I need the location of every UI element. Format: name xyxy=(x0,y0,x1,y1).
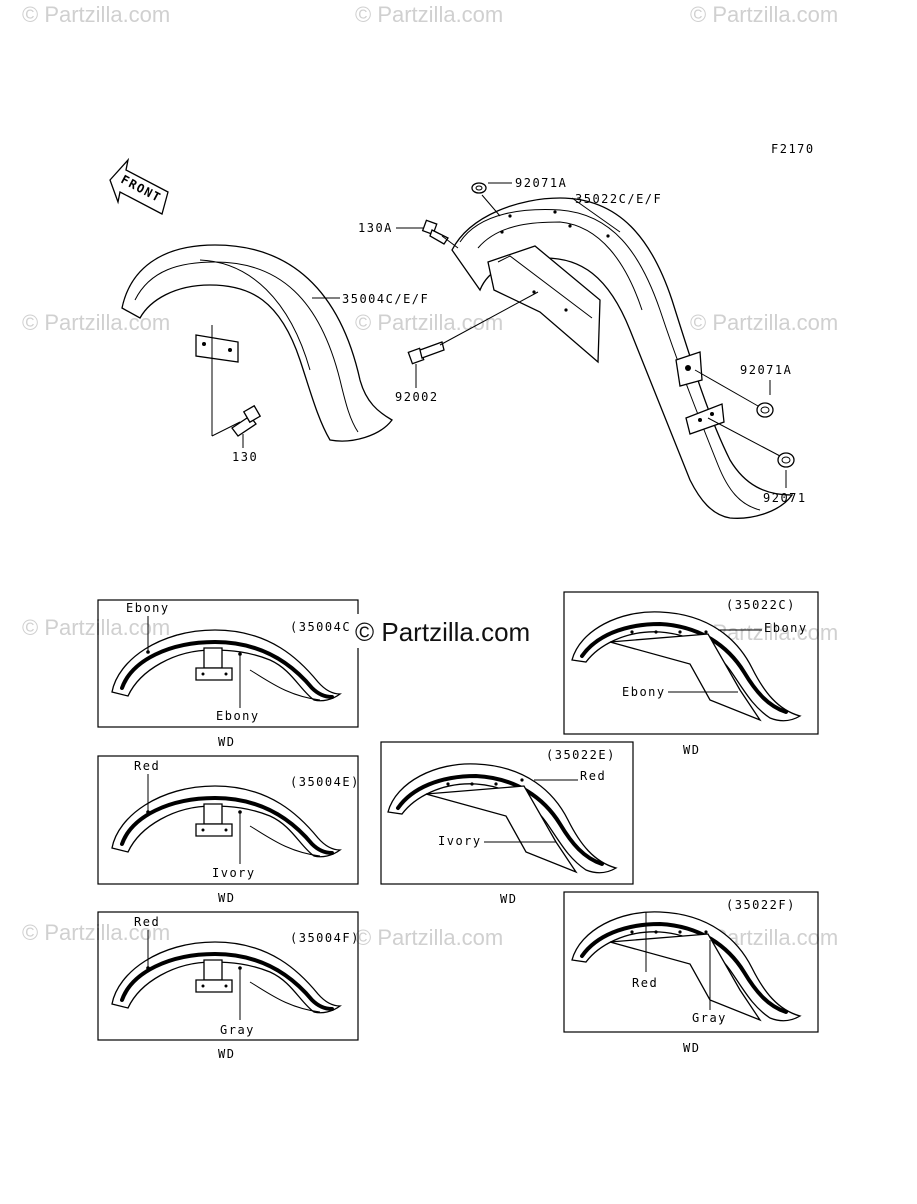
callout-130a: 130A xyxy=(358,221,393,235)
partzilla-logo: © Partzilla.com xyxy=(352,614,538,648)
variant-code: (35004E) xyxy=(290,775,360,789)
grommet-92071a-side-icon xyxy=(756,402,774,418)
watermark-text: © Partzilla.com xyxy=(690,310,838,335)
variant-note: WD xyxy=(218,735,235,749)
watermark-text: © Partzilla.com xyxy=(355,2,503,27)
variant-code: (35022C) xyxy=(726,598,796,612)
variant-box-35004c: Ebony Ebony (35004C) xyxy=(97,599,360,728)
variant-code: (35004F) xyxy=(290,931,360,945)
callout-35004: 35004C/E/F xyxy=(342,292,429,306)
figure-code: F2170 xyxy=(771,142,815,156)
variant-code: (35004C) xyxy=(290,620,360,634)
variant-box-35022f: (35022F) Red Gray xyxy=(563,891,819,1033)
watermark-text: © Partzilla.com xyxy=(690,2,838,27)
color-label-a: Red xyxy=(134,915,160,929)
color-label-a: Red xyxy=(580,769,606,783)
variant-box-35004f: Red Gray (35004F) xyxy=(97,911,360,1041)
color-label-b: Ebony xyxy=(622,685,666,699)
variant-note: WD xyxy=(500,892,517,906)
color-label-b: Ivory xyxy=(212,866,256,880)
color-label-b: Gray xyxy=(692,1011,727,1025)
color-label-a: Red xyxy=(632,976,658,990)
variant-code: (35022E) xyxy=(546,748,616,762)
watermark-text: © Partzilla.com xyxy=(355,310,503,335)
watermark-text: © Partzilla.com xyxy=(22,920,170,945)
grommet-92071a-top-icon xyxy=(471,182,487,194)
variant-code: (35022F) xyxy=(726,898,796,912)
callout-35022: 35022C/E/F xyxy=(575,192,662,206)
watermark-text: © Partzilla.com xyxy=(22,615,170,640)
watermark-text: © Partzilla.com xyxy=(355,925,503,950)
variant-box-35022c: (35022C) Ebony Ebony xyxy=(563,591,819,735)
callout-92071: 92071 xyxy=(763,491,807,505)
bolt-92002-icon xyxy=(407,341,445,365)
bolt-130-icon xyxy=(231,404,262,437)
callout-130: 130 xyxy=(232,450,258,464)
variant-box-35022e: (35022E) Red Ivory xyxy=(380,741,634,885)
watermarks: © Partzilla.com © Partzilla.com © Partzi… xyxy=(22,2,838,950)
variant-note: WD xyxy=(218,1047,235,1061)
front-fender-drawing xyxy=(121,244,393,442)
variant-box-35004e: Red Ivory (35004E) xyxy=(97,755,360,885)
color-label-a: Ebony xyxy=(126,601,170,615)
color-label-b: Gray xyxy=(220,1023,255,1037)
color-label-b: Ebony xyxy=(216,709,260,723)
callout-92071a-side: 92071A xyxy=(740,363,792,377)
logo-text: © Partzilla.com xyxy=(355,617,530,647)
color-label-a: Ebony xyxy=(764,621,808,635)
callout-92002: 92002 xyxy=(395,390,439,404)
color-label-a: Red xyxy=(134,759,160,773)
leader-lines xyxy=(242,182,787,488)
watermark-text: © Partzilla.com xyxy=(22,2,170,27)
variant-note: WD xyxy=(218,891,235,905)
bolt-130a-icon xyxy=(421,219,449,245)
callout-92071a-top: 92071A xyxy=(515,176,567,190)
watermark-text: © Partzilla.com xyxy=(22,310,170,335)
variant-note: WD xyxy=(683,1041,700,1055)
rear-fender-drawing xyxy=(451,197,794,519)
variant-note: WD xyxy=(683,743,700,757)
grommet-92071-icon xyxy=(777,452,795,468)
front-arrow-icon: FRONT xyxy=(109,157,169,215)
color-label-b: Ivory xyxy=(438,834,482,848)
